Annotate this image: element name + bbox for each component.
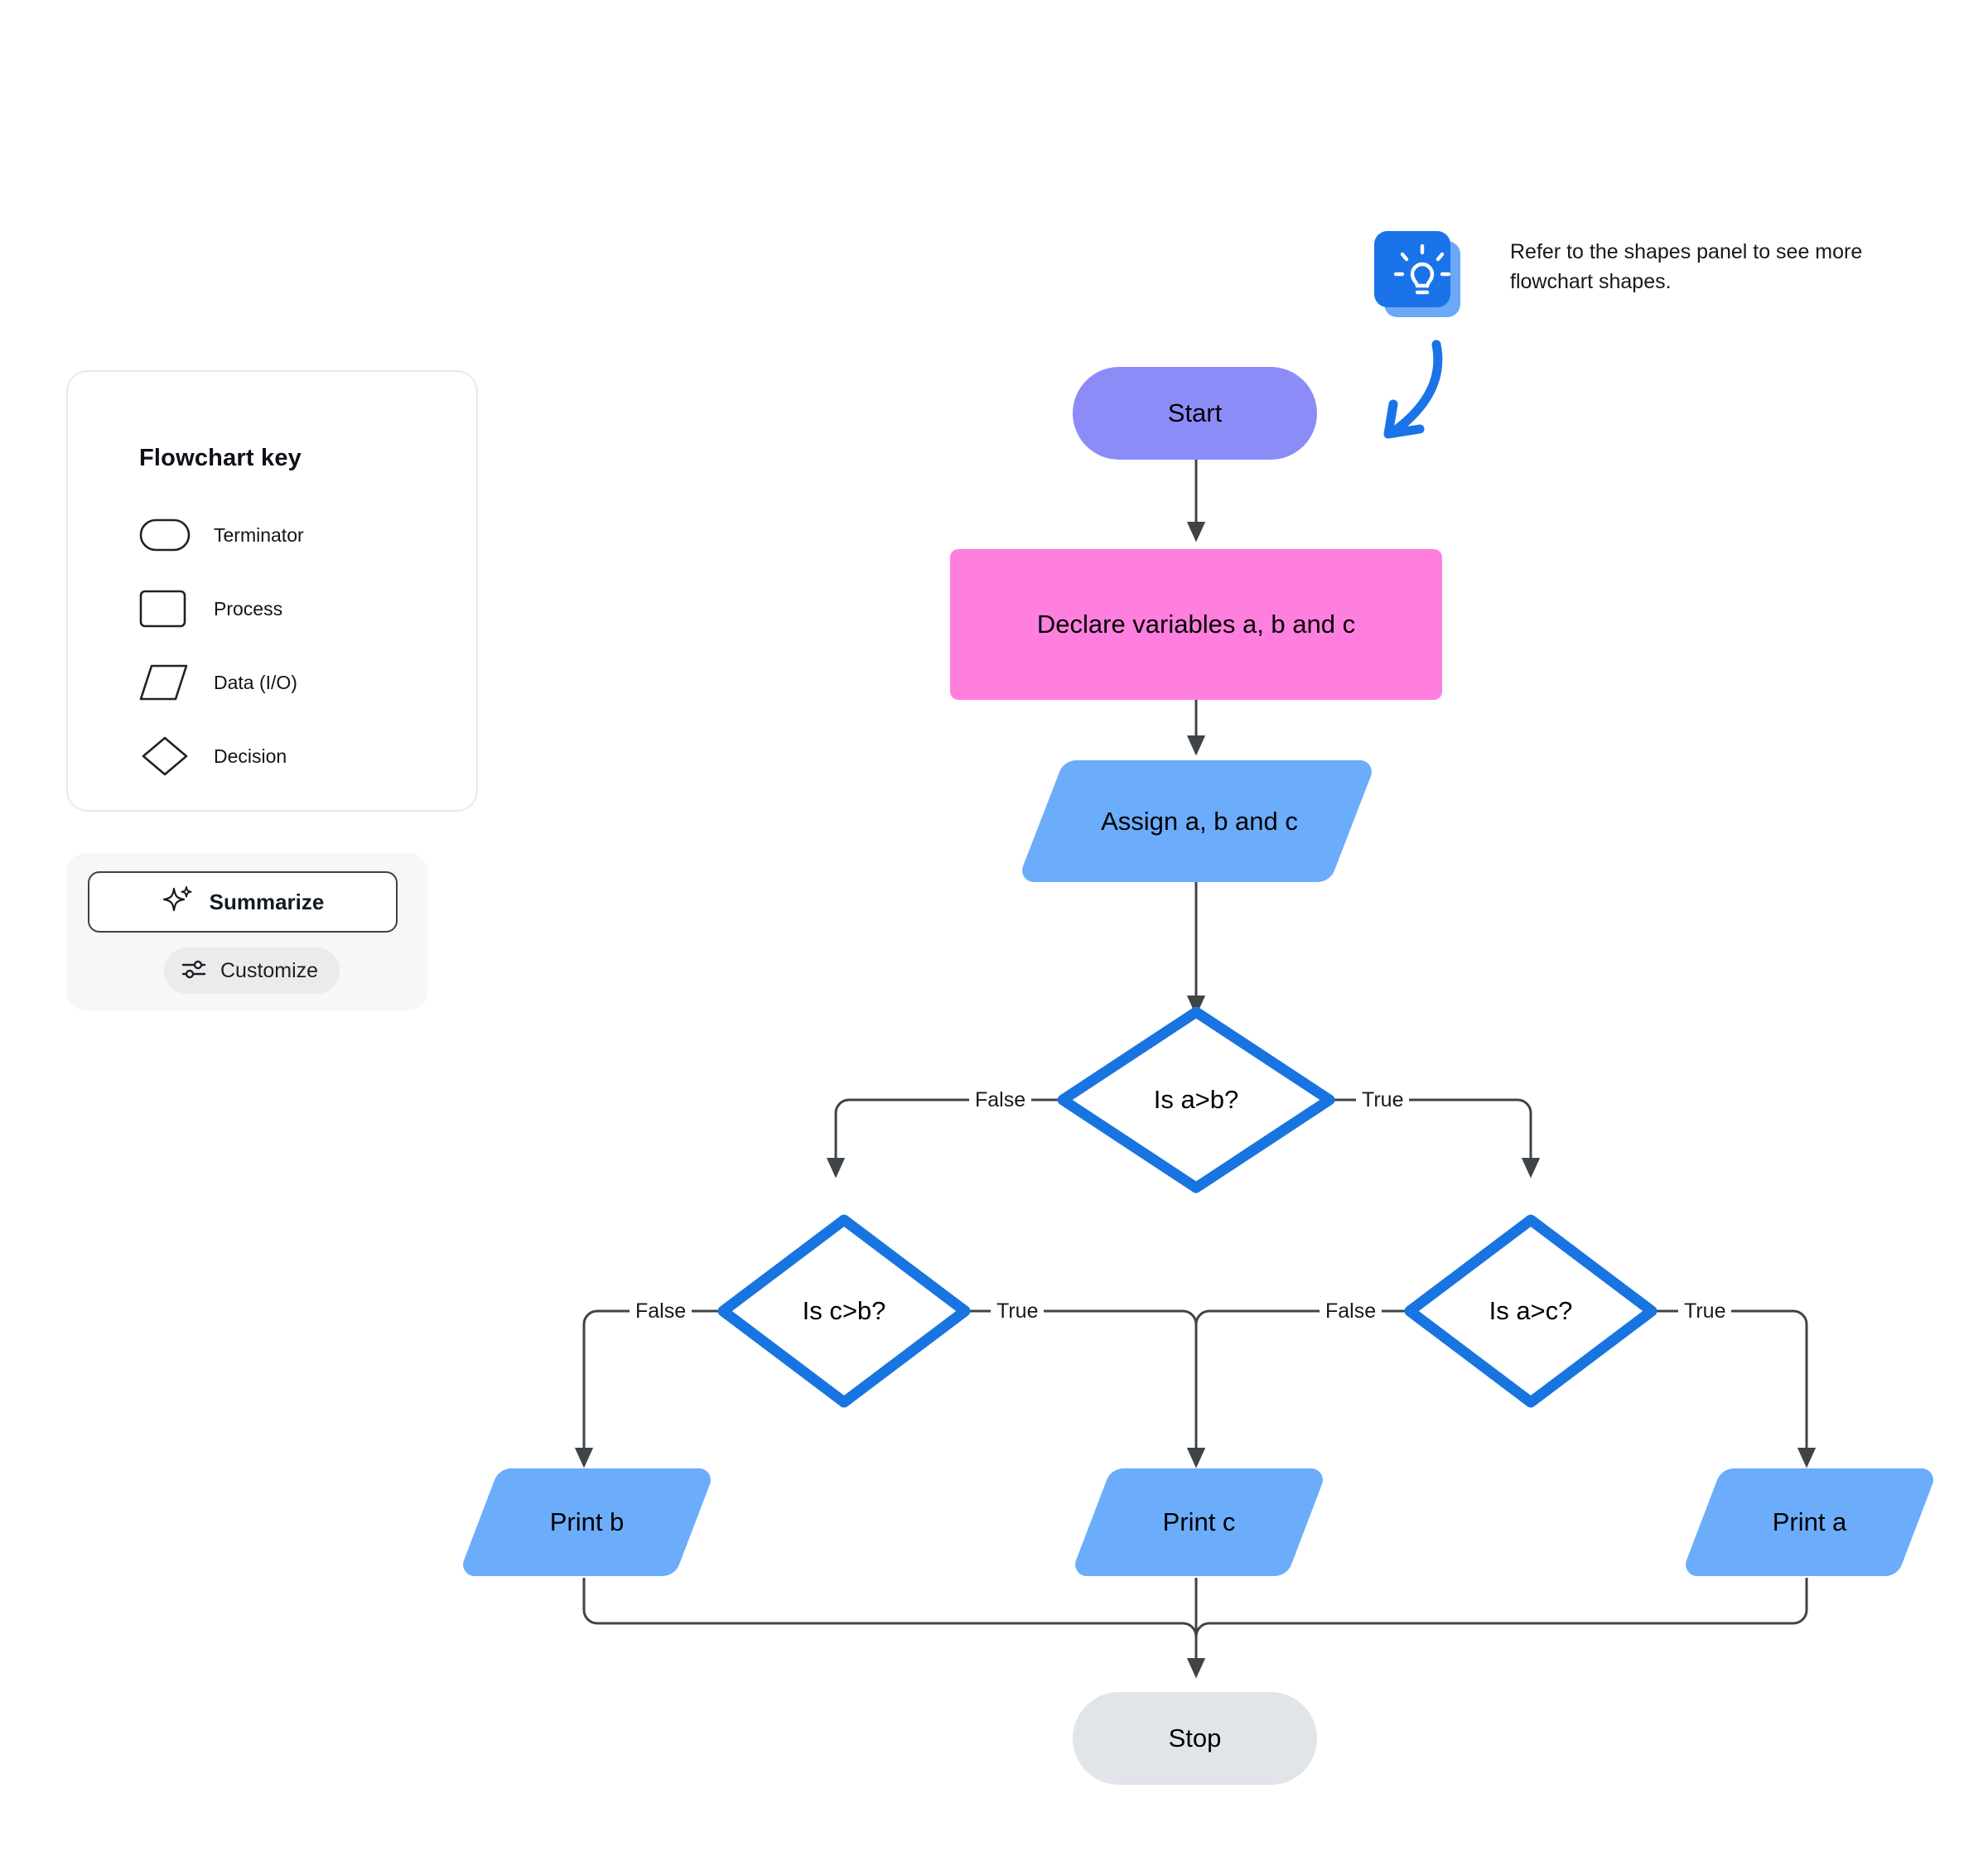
data-shape-icon (139, 659, 202, 706)
legend-label-decision: Decision (214, 745, 287, 767)
node-start[interactable] (1073, 367, 1317, 460)
node-decision-ac[interactable] (1404, 1214, 1657, 1408)
node-print-b[interactable] (463, 1468, 711, 1576)
edge-label-ac-true: True (1678, 1296, 1732, 1326)
legend-label-terminator: Terminator (214, 523, 304, 546)
legend-item-decision: Decision (139, 731, 454, 781)
node-decision-cb[interactable] (717, 1214, 971, 1408)
sparkle-icon (162, 884, 195, 921)
flowchart-key-title: Flowchart key (139, 445, 302, 471)
summarize-button[interactable]: Summarize (88, 871, 398, 933)
edge-label-cb-true: True (991, 1296, 1045, 1326)
edge-cb-true (965, 1309, 1206, 1468)
customize-button[interactable]: Customize (164, 947, 340, 994)
legend-label-process: Process (214, 597, 283, 620)
edge-cb-false (574, 1309, 723, 1468)
edge-ac-false (1186, 1309, 1410, 1468)
edge-ab-true (1329, 1098, 1541, 1179)
edge-ac-true (1652, 1309, 1817, 1468)
edge-label-ab-false: False (969, 1085, 1032, 1115)
edge-label-ab-true: True (1356, 1085, 1410, 1115)
node-print-a[interactable] (1686, 1468, 1933, 1576)
tip-text: Refer to the shapes panel to see more fl… (1510, 240, 1863, 293)
legend-label-data: Data (I/O) (214, 671, 297, 693)
edge-printb-stop (582, 1578, 1206, 1679)
lightbulb-icon (1371, 228, 1474, 330)
legend-item-terminator: Terminator (139, 510, 454, 560)
node-stop[interactable] (1073, 1692, 1317, 1785)
flowchart-key-panel: Flowchart key Terminator Process Data (I… (66, 370, 478, 812)
legend-item-data: Data (I/O) (139, 658, 454, 707)
node-assign[interactable] (1022, 760, 1372, 882)
curved-arrow-icon (1357, 338, 1464, 454)
node-decision-ab[interactable] (1057, 1006, 1335, 1193)
edge-label-cb-false: False (630, 1296, 692, 1326)
ai-actions-panel: Summarize Customize (66, 853, 428, 1010)
edge-printa-stop (1194, 1578, 1808, 1675)
summarize-label: Summarize (209, 889, 325, 914)
legend-item-process: Process (139, 584, 454, 634)
node-print-c[interactable] (1075, 1468, 1323, 1576)
decision-shape-icon (139, 733, 202, 779)
sliders-icon (181, 957, 209, 985)
tip-callout: Refer to the shapes panel to see more fl… (1371, 228, 1901, 352)
edge-label-ac-false: False (1320, 1296, 1382, 1326)
edge-ab-false (826, 1098, 1063, 1179)
node-declare[interactable] (950, 549, 1442, 700)
process-shape-icon (139, 586, 202, 632)
terminator-shape-icon (139, 512, 202, 558)
customize-label: Customize (220, 958, 319, 982)
